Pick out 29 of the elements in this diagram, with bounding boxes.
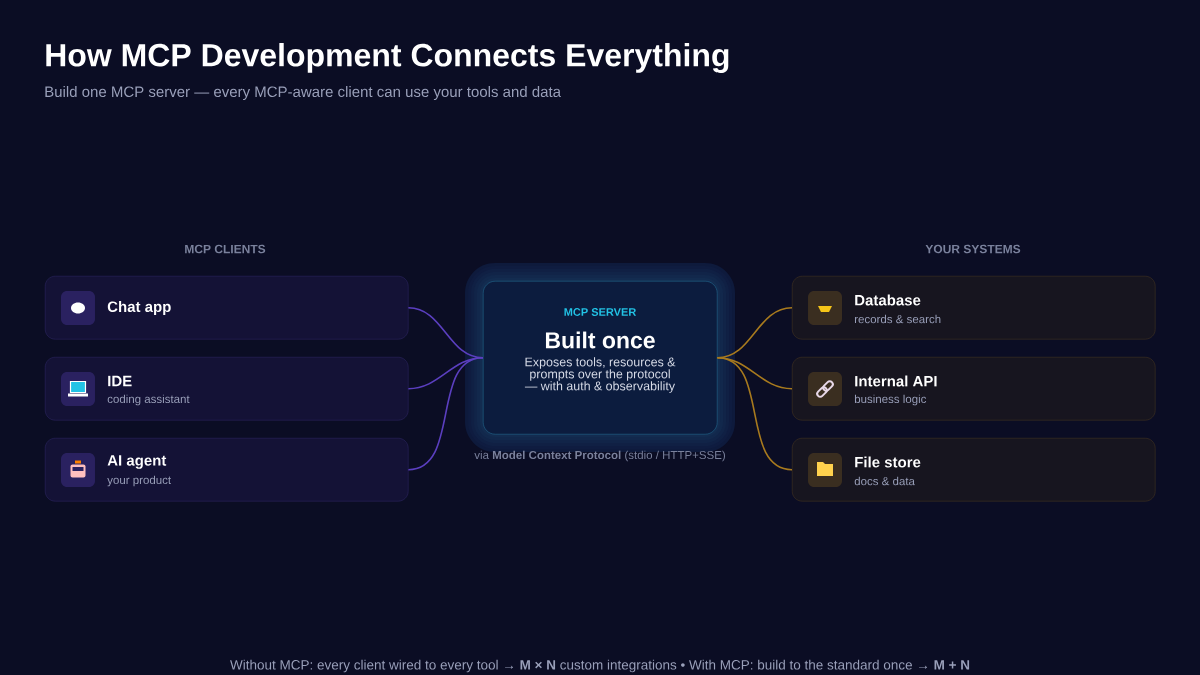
card-title: Database (855, 294, 921, 306)
column-heading: MCP CLIENTS (185, 244, 266, 254)
connector (407, 356, 484, 471)
card-subtitle: coding assistant (107, 394, 190, 406)
card-subtitle: business logic (854, 394, 927, 406)
server-title: Built once (545, 331, 655, 349)
footnote: Without MCP: every client wired to every tool → M × N custom integrations • With MCP: build to the standard once → M + N (230, 659, 970, 673)
card-title: Internal API (855, 375, 937, 387)
server-card (483, 281, 718, 435)
client-card (45, 276, 409, 340)
system-card (792, 276, 1156, 340)
card-title: File store (855, 456, 921, 468)
card-title: AI agent (107, 455, 167, 469)
system-card (792, 357, 1156, 421)
card-subtitle: docs & data (854, 476, 915, 486)
card-subtitle: records & search (855, 314, 941, 324)
protocol-caption: via Model Context Protocol (stdio / HTTP+SSE) (474, 450, 725, 462)
client-card (45, 438, 409, 502)
server-eyebrow: MCP SERVER (564, 308, 637, 316)
column-heading: YOUR SYSTEMS (925, 244, 1021, 254)
server-description: Exposes tools, resources & prompts over the protocol — with auth & observability (524, 357, 676, 393)
title: How MCP Development Connects Everything (46, 43, 729, 73)
client-card (45, 357, 409, 421)
card-subtitle: your product (107, 475, 171, 487)
connector (716, 356, 793, 471)
subtitle: Build one MCP server — every MCP-aware client can use your tools and data (45, 86, 561, 100)
system-card (792, 438, 1156, 502)
card-title: Chat app (107, 301, 171, 315)
card-title: IDE (108, 375, 132, 387)
